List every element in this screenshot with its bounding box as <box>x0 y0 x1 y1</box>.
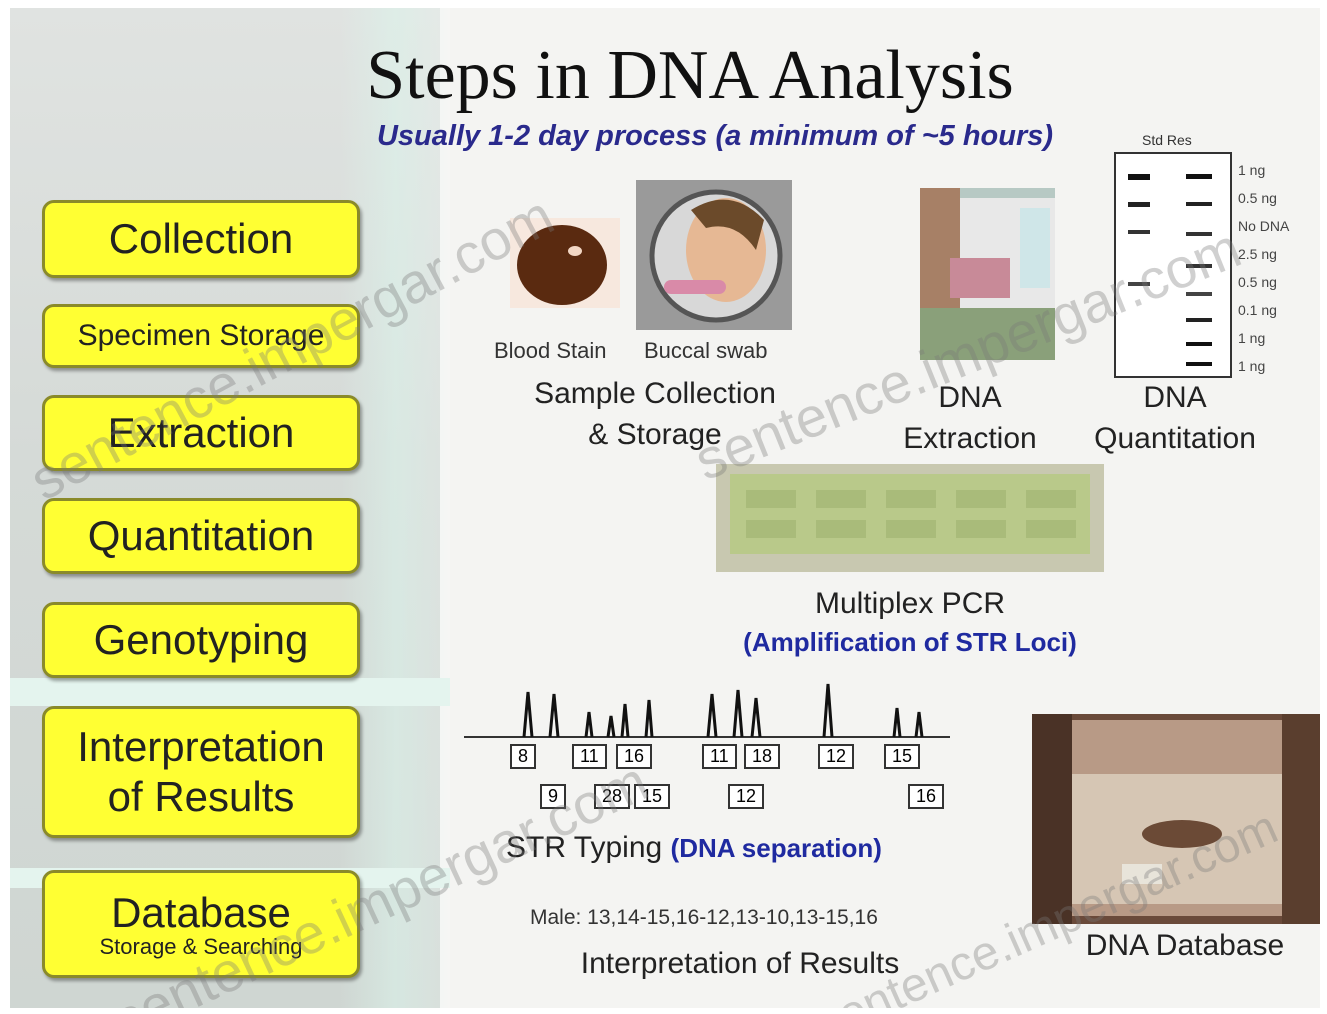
decorative-band <box>10 678 450 706</box>
allele-box: 12 <box>818 744 855 769</box>
caption-line: DNA <box>1143 381 1207 414</box>
allele-box: 15 <box>884 744 921 769</box>
step-sublabel: Storage & Searching <box>99 934 303 960</box>
gel-ladder-labels: 1 ng 0.5 ng No DNA 2.5 ng 0.5 ng 0.1 ng … <box>1238 156 1289 380</box>
blood-stain-label: Blood Stain <box>494 338 607 363</box>
step-label: Database <box>111 888 291 936</box>
step-label: Specimen Storage <box>77 319 325 352</box>
step-label: Extraction <box>107 408 295 456</box>
step-label: Genotyping <box>93 615 309 663</box>
dna-database-image <box>1032 714 1320 924</box>
step-genotyping[interactable]: Genotyping <box>42 602 360 678</box>
allele-box: 9 <box>540 784 567 809</box>
dna-database-caption: DNA Database <box>1085 929 1285 962</box>
ladder-label: 1 ng <box>1238 162 1266 178</box>
multiplex-pcr-caption: Multiplex PCR (Amplification of STR Loci… <box>710 584 1110 660</box>
str-electropherogram <box>464 683 950 738</box>
blood-stain-image <box>510 218 620 308</box>
caption-line: & Storage <box>588 417 722 451</box>
caption-line: DNA <box>938 381 1002 414</box>
caption-paren: (DNA separation) <box>670 833 882 863</box>
ladder-label: 1 ng <box>1238 358 1266 374</box>
allele-box: 15 <box>634 784 671 809</box>
step-interpretation[interactable]: Interpretation of Results <box>42 706 360 838</box>
ladder-label: 1 ng <box>1238 330 1266 346</box>
caption-line: Quantitation <box>1094 421 1256 455</box>
sample-collection-caption: Sample Collection & Storage <box>510 374 800 455</box>
str-allele-boxes: 8 11 16 11 18 12 15 9 28 15 12 16 <box>510 744 950 814</box>
caption-main: STR Typing <box>506 831 663 864</box>
allele-box: 16 <box>616 744 653 769</box>
step-label: Collection <box>108 214 294 262</box>
allele-box: 8 <box>510 744 537 769</box>
step-collection[interactable]: Collection <box>42 200 360 278</box>
dna-extraction-caption: DNA Extraction <box>880 378 1060 459</box>
slide-title: Steps in DNA Analysis <box>366 37 1014 114</box>
ladder-label: 2.5 ng <box>1238 246 1277 262</box>
profile-text: Male: 13,14-15,16-12,13-10,13-15,16 <box>530 906 878 929</box>
ladder-label: 0.5 ng <box>1238 274 1277 290</box>
allele-box: 11 <box>702 744 737 769</box>
caption-line: (Amplification of STR Loci) <box>743 626 1077 657</box>
buccal-swab-image <box>636 180 792 330</box>
interpretation-caption: Interpretation of Results <box>580 947 900 980</box>
caption-line: Sample Collection <box>534 377 776 410</box>
allele-box: 16 <box>908 784 945 809</box>
allele-box: 12 <box>728 784 765 809</box>
step-extraction[interactable]: Extraction <box>42 395 360 471</box>
pcr-plate-image <box>716 464 1104 572</box>
step-database[interactable]: Database Storage & Searching <box>42 870 360 978</box>
allele-box: 28 <box>594 784 631 809</box>
dna-extraction-image <box>920 188 1055 360</box>
caption-line: Extraction <box>903 421 1037 455</box>
step-quantitation[interactable]: Quantitation <box>42 498 360 574</box>
step-label: Quantitation <box>87 511 315 559</box>
step-label: Interpretation of Results <box>77 722 325 820</box>
allele-box: 11 <box>572 744 607 769</box>
buccal-swab-label: Buccal swab <box>644 338 768 363</box>
slide: Steps in DNA Analysis Usually 1-2 day pr… <box>10 8 1320 1008</box>
str-typing-caption: STR Typing (DNA separation) <box>506 828 976 869</box>
quantitation-gel-image <box>1114 152 1232 378</box>
slide-subtitle: Usually 1-2 day process (a minimum of ~5… <box>376 120 1054 152</box>
step-specimen-storage[interactable]: Specimen Storage <box>42 304 360 368</box>
ladder-label: 0.5 ng <box>1238 190 1277 206</box>
ladder-label: 0.1 ng <box>1238 302 1277 318</box>
gel-header: Std Res <box>1142 132 1192 148</box>
allele-box: 18 <box>744 744 781 769</box>
dna-quantitation-caption: DNA Quantitation <box>1070 378 1280 459</box>
caption-line: Multiplex PCR <box>814 587 1006 620</box>
ladder-label: No DNA <box>1238 218 1290 234</box>
